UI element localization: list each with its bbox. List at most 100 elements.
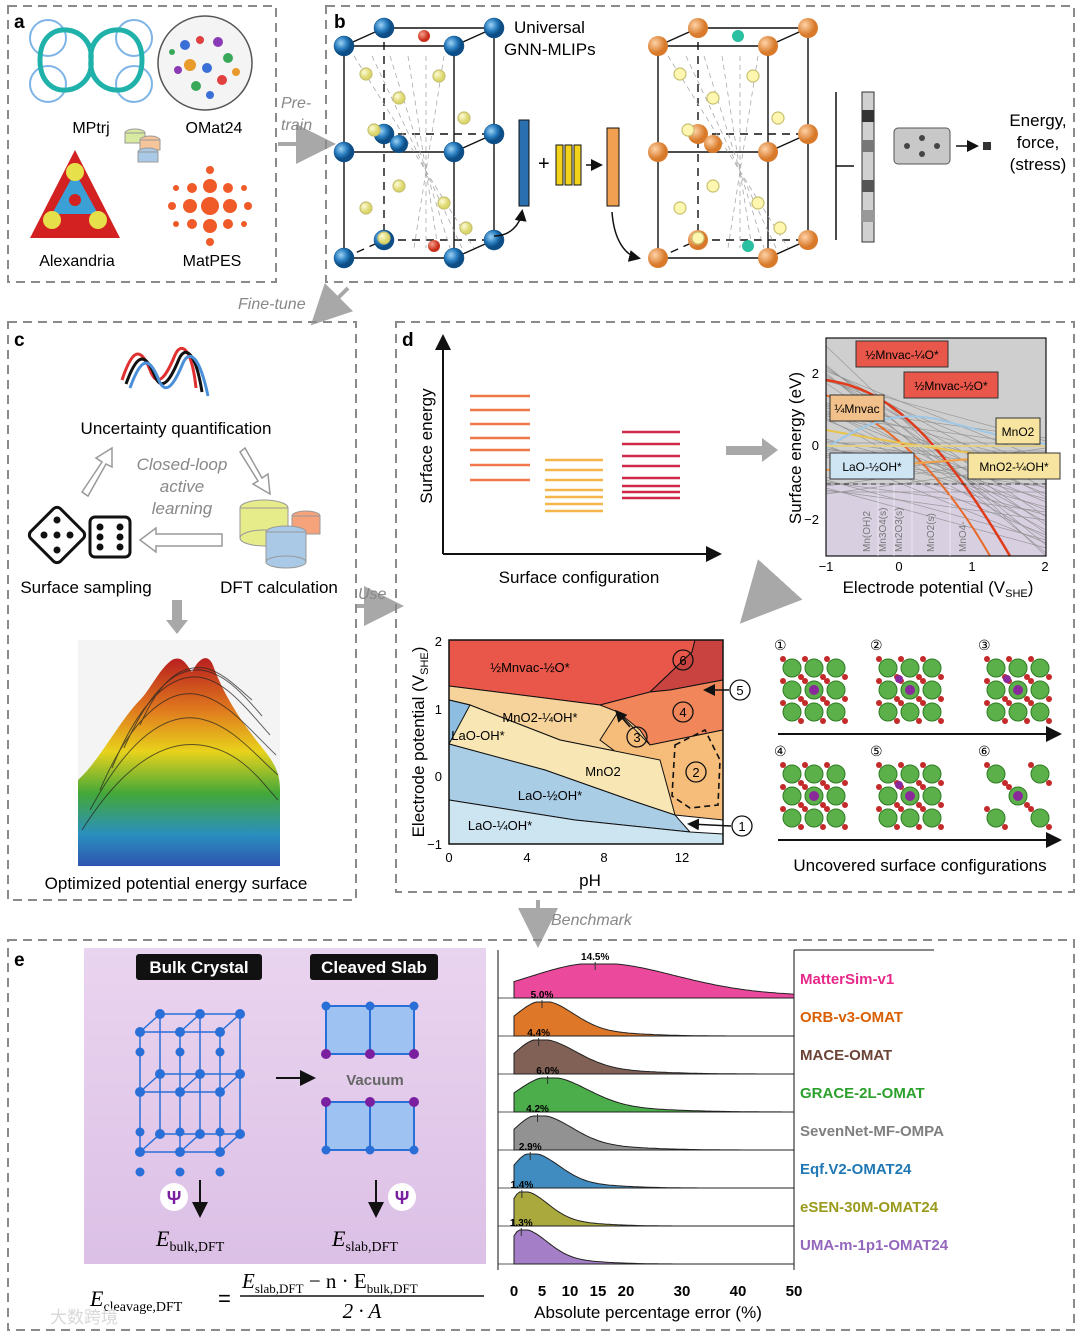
- config-structure: [876, 762, 944, 830]
- atom-green: [826, 658, 846, 678]
- atom-yellow: [673, 67, 687, 81]
- atom-corner: [648, 248, 668, 268]
- pourbaix-region-label: MnO2-¼OH*: [502, 710, 577, 725]
- atom-green: [826, 702, 846, 722]
- output-force: force,: [1017, 133, 1060, 152]
- atom-red: [418, 30, 430, 42]
- density-area: [513, 1001, 794, 1037]
- config-structure: [780, 762, 848, 830]
- pretrain-label-1: Pre-: [281, 95, 311, 112]
- atom-green: [782, 658, 802, 678]
- lattice-atom: [175, 1027, 185, 1037]
- atom-oxygen: [1028, 656, 1034, 662]
- config-structure: [876, 656, 944, 724]
- pourbaix-xtick: 0: [445, 850, 452, 865]
- uq-label: Uncertainty quantification: [81, 419, 272, 438]
- config-structure: [780, 656, 848, 724]
- atom-green: [878, 702, 898, 722]
- atom-yellow: [392, 179, 406, 193]
- atom-corner: [648, 142, 668, 162]
- lattice-atom: [135, 1027, 145, 1037]
- panel-d: d Surface energy Surface configuration ½…: [395, 321, 1075, 893]
- series-name: eSEN-30M-OMAT24: [800, 1199, 939, 1216]
- circled-marker: [731, 815, 753, 837]
- se-label-text: MnO2: [1002, 425, 1035, 439]
- lattice-atom: [135, 1147, 145, 1157]
- se-xtick: 0: [895, 559, 902, 574]
- atom-oxygen: [1024, 802, 1030, 808]
- lattice-atom: [215, 1047, 225, 1057]
- atom-green: [900, 658, 920, 678]
- finetune-label: Fine-tune: [238, 296, 306, 313]
- lattice-atom: [195, 1129, 205, 1139]
- vacuum-label: Vacuum: [346, 1072, 404, 1089]
- pretrain-label-2: train: [281, 117, 312, 134]
- atom-green: [782, 764, 802, 784]
- se-ytick: 2: [812, 366, 819, 381]
- config-structure: [984, 762, 1052, 830]
- atom-corner: [798, 124, 818, 144]
- atom-oxygen: [842, 780, 848, 786]
- atom-corner: [443, 141, 465, 163]
- phase-label: MnO4-: [958, 521, 969, 552]
- chart-xlabel: Absolute percentage error (%): [534, 1303, 762, 1322]
- config-structure: [984, 656, 1052, 724]
- lattice-atom: [235, 1129, 245, 1139]
- use-arrow: Use: [357, 586, 404, 626]
- se-line-gray: [825, 479, 1047, 541]
- psi-slab: Ψ: [395, 1188, 410, 1208]
- phase-label: Mn(OH)2: [862, 510, 873, 552]
- se-line-gray: [825, 409, 1047, 531]
- atom-oxygen: [1046, 718, 1052, 724]
- atom-oxygen: [1002, 780, 1008, 786]
- se-label-text: ¼Mnvac: [834, 402, 879, 416]
- se-ylabel: Surface energy (eV): [786, 372, 805, 524]
- atom-green: [782, 786, 802, 806]
- atom-oxygen: [802, 784, 808, 790]
- series-eSEN-30M-OMAT24: 1.4%eSEN-30M-OMAT24: [498, 1180, 939, 1227]
- atom-green: [900, 702, 920, 722]
- bond: [667, 55, 789, 249]
- atom-oxygen: [780, 784, 786, 790]
- se-label-text: ½Mnvac-½O*: [914, 379, 988, 393]
- atom-oxygen: [798, 696, 804, 702]
- x-tick: 15: [590, 1283, 607, 1300]
- atom-oxygen: [1002, 696, 1008, 702]
- atom-oxygen: [820, 674, 826, 680]
- atom-oxygen: [984, 700, 990, 706]
- atom-green: [878, 680, 898, 700]
- pretrain-arrow: Pre- train: [278, 95, 336, 164]
- plus-sign: +: [538, 153, 550, 175]
- atom-oxygen: [984, 678, 990, 684]
- pourbaix-ylabel: Electrode potential (VSHE): [409, 647, 431, 838]
- density-area: [513, 1153, 794, 1189]
- se-line-gray: [825, 419, 1047, 511]
- psi-bulk-icon: Ψ: [160, 1183, 188, 1211]
- atom-oxygen: [1028, 806, 1034, 812]
- x-tick: 10: [562, 1283, 579, 1300]
- atom-oxygen: [842, 696, 848, 702]
- atom-oxygen: [1024, 674, 1030, 680]
- atom-oxygen: [798, 674, 804, 680]
- atom-yellow: [377, 231, 391, 245]
- atom-oxygen: [1002, 824, 1008, 830]
- atom-oxygen: [984, 656, 990, 662]
- atom-oxygen: [894, 696, 900, 702]
- panel-a-letter: a: [14, 12, 25, 33]
- crystal-structure-input: [333, 17, 505, 269]
- atom-green: [1030, 702, 1050, 722]
- atom-oxygen: [898, 700, 904, 706]
- atom-oxygen: [824, 784, 830, 790]
- circled-number: 4: [679, 705, 686, 720]
- peak-label: 6.0%: [536, 1066, 559, 1077]
- atom-corner: [483, 17, 505, 39]
- atom-oxygen: [1028, 762, 1034, 768]
- atom-corner: [483, 123, 505, 145]
- mptrj-logo-icon: [29, 19, 153, 103]
- circled-marker: [672, 649, 694, 671]
- series-MatterSim-v1: 14.5%MatterSim-v1: [498, 952, 894, 999]
- atom-oxygen: [898, 806, 904, 812]
- se-xlabel: Electrode potential (VSHE): [843, 578, 1034, 600]
- pourbaix-region-label: ½Mnvac-½O*: [490, 660, 569, 675]
- atom-green: [878, 764, 898, 784]
